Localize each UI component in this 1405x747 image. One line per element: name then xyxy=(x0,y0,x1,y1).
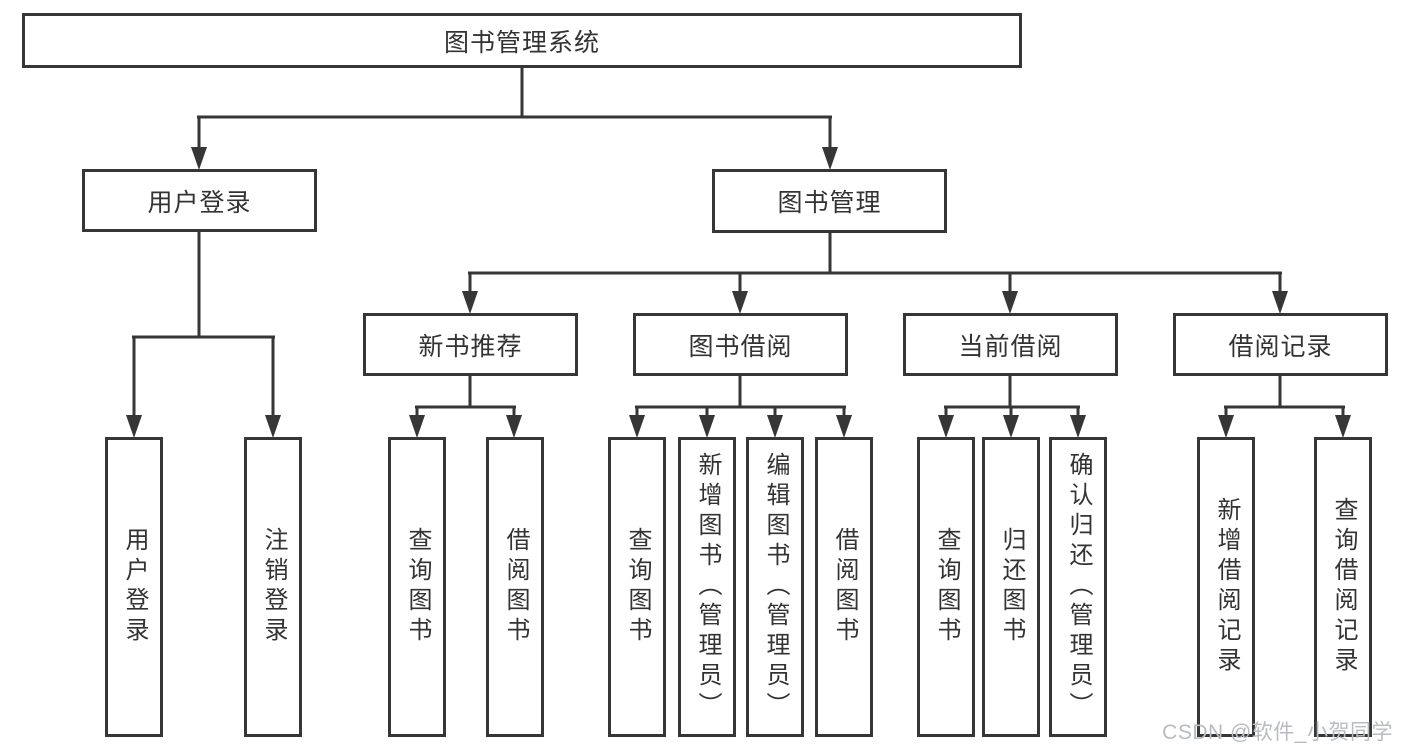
csdn-watermark: CSDN @软件_小贺同学 xyxy=(1162,721,1393,744)
node-label: 确认归还（管理员） xyxy=(1065,452,1092,722)
node-label: 归还图书 xyxy=(998,527,1025,647)
arrowhead-icon xyxy=(506,415,522,438)
node-label: 新书推荐 xyxy=(418,332,523,361)
arrowhead-icon xyxy=(462,291,478,314)
node-user-login: 用户登录 xyxy=(82,169,317,232)
arrowhead-icon xyxy=(126,415,142,438)
node-library-management-system: 图书管理系统 xyxy=(22,13,1022,68)
arrowhead-icon xyxy=(1335,415,1351,438)
leaf-confirm-return-admin: 确认归还（管理员） xyxy=(1049,437,1107,737)
node-new-book-recommend: 新书推荐 xyxy=(363,313,578,376)
leaf-borrow-books-borrowing: 借阅图书 xyxy=(815,437,873,737)
node-label: 编辑图书（管理员） xyxy=(762,452,789,722)
arrowhead-icon xyxy=(836,415,852,438)
arrowhead-icon xyxy=(767,415,783,438)
leaf-query-books-current: 查询图书 xyxy=(917,437,975,737)
node-label: 借阅图书 xyxy=(831,527,858,647)
node-label: 图书管理系统 xyxy=(443,28,600,57)
arrowhead-icon xyxy=(1070,415,1086,438)
arrowhead-icon xyxy=(1272,291,1288,314)
node-label: 查询图书 xyxy=(404,527,431,647)
node-book-management: 图书管理 xyxy=(712,169,947,233)
node-label: 新增借阅记录 xyxy=(1213,497,1240,677)
node-label: 注销登录 xyxy=(260,527,287,647)
arrowhead-icon xyxy=(1003,415,1019,438)
node-current-borrowing: 当前借阅 xyxy=(903,313,1118,376)
arrowhead-icon xyxy=(1218,415,1234,438)
node-label: 借阅图书 xyxy=(502,527,529,647)
node-label: 用户登录 xyxy=(147,188,252,217)
node-borrowing-records: 借阅记录 xyxy=(1173,313,1388,376)
arrowhead-icon xyxy=(1002,291,1018,314)
leaf-return-book: 归还图书 xyxy=(982,437,1040,737)
leaf-query-borrow-record: 查询借阅记录 xyxy=(1314,437,1372,737)
node-label: 查询借阅记录 xyxy=(1330,497,1357,677)
leaf-logout-login: 注销登录 xyxy=(244,437,302,737)
arrowhead-icon xyxy=(699,415,715,438)
leaf-borrow-books-newbook: 借阅图书 xyxy=(486,437,544,737)
tree-edges xyxy=(132,68,1345,418)
leaf-add-borrow-record: 新增借阅记录 xyxy=(1197,437,1255,737)
node-label: 借阅记录 xyxy=(1228,332,1333,361)
leaf-user-login: 用户登录 xyxy=(105,437,163,737)
leaf-add-book-admin: 新增图书（管理员） xyxy=(678,437,736,737)
arrowhead-icon xyxy=(822,147,838,170)
node-book-borrowing: 图书借阅 xyxy=(633,313,848,376)
arrowhead-icon xyxy=(409,415,425,438)
leaf-edit-book-admin: 编辑图书（管理员） xyxy=(746,437,804,737)
arrowhead-icon xyxy=(732,291,748,314)
arrowhead-icon xyxy=(938,415,954,438)
node-label: 查询图书 xyxy=(624,527,651,647)
node-label: 图书借阅 xyxy=(688,332,793,361)
node-label: 图书管理 xyxy=(777,189,882,217)
leaf-query-books-newbook: 查询图书 xyxy=(388,437,446,737)
node-label: 用户登录 xyxy=(121,527,148,647)
arrowhead-icon xyxy=(629,415,645,438)
leaf-query-books-borrowing: 查询图书 xyxy=(608,437,666,737)
arrowhead-icon xyxy=(191,147,207,170)
node-label: 当前借阅 xyxy=(958,332,1063,361)
arrowhead-icon xyxy=(265,415,281,438)
node-label: 查询图书 xyxy=(933,527,960,647)
arrow-heads xyxy=(126,147,1351,438)
node-label: 新增图书（管理员） xyxy=(694,452,721,722)
